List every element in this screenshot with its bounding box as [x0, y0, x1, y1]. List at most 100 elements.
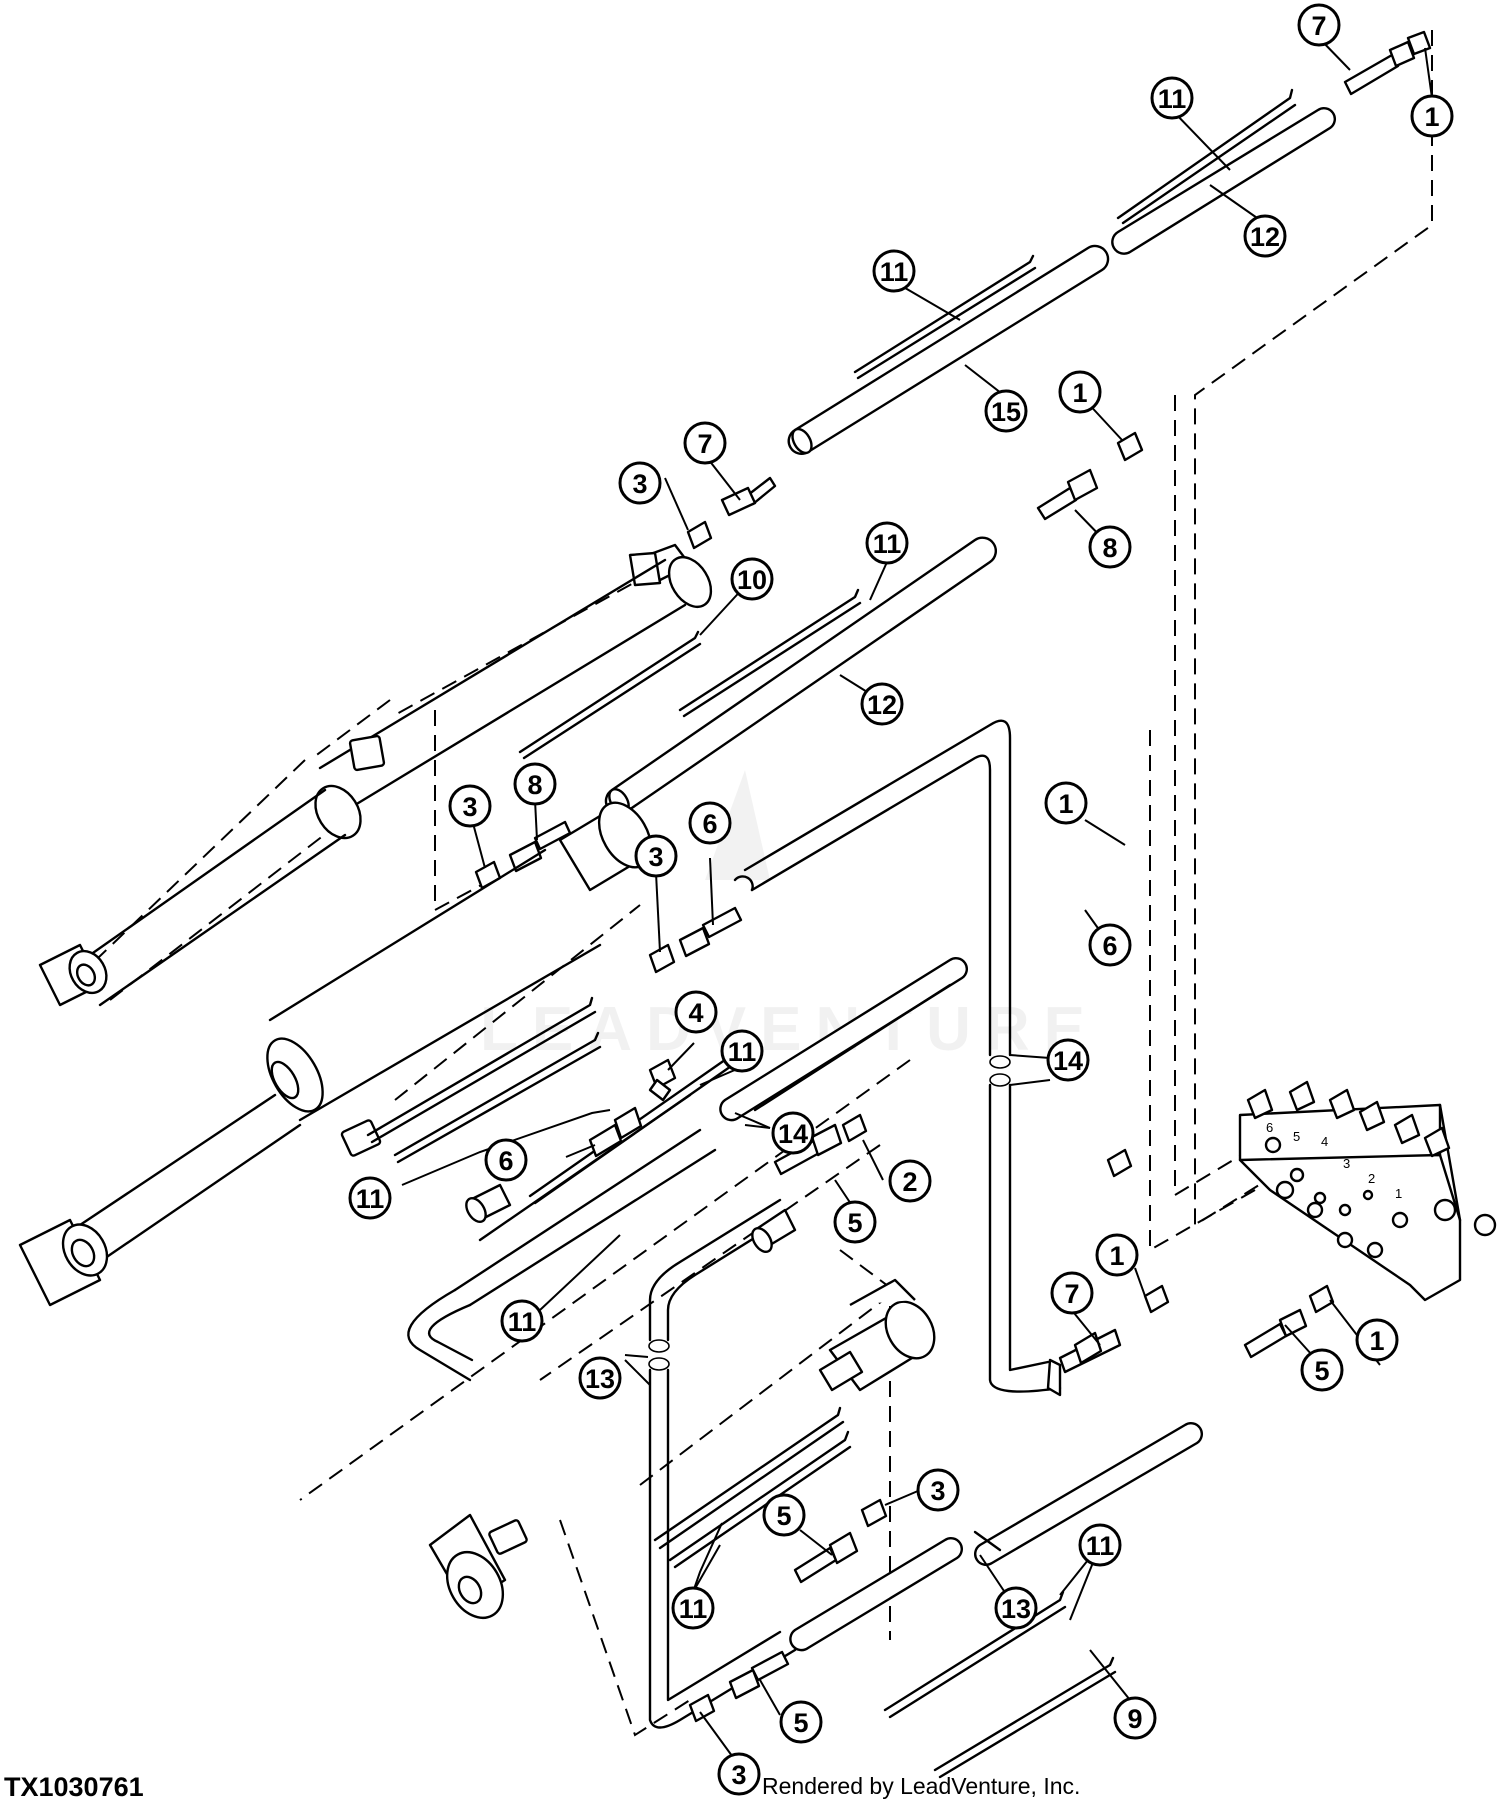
upper-hydraulic-cylinder	[38, 543, 713, 1007]
svg-text:1: 1	[1424, 102, 1439, 132]
svg-text:11: 11	[508, 1307, 537, 1337]
callout-13[interactable]: 13	[578, 1356, 622, 1400]
callouts: 7 1 11 12 11 15 1 8 3 7 11 10 12 3 8 3 6…	[348, 3, 1454, 1796]
drawing-id: TX1030761	[4, 1772, 144, 1802]
callout-11[interactable]: 11	[1150, 76, 1194, 120]
watermark-text: LEADVENTURE	[480, 995, 1099, 1064]
control-valve[interactable]: 6 5 4 3 2 1	[1238, 1080, 1497, 1302]
svg-text:1: 1	[1058, 789, 1073, 819]
callout-10[interactable]: 10	[730, 557, 774, 601]
valve-port-label: 4	[1321, 1134, 1328, 1149]
svg-text:10: 10	[737, 565, 767, 595]
callout-1[interactable]: 1	[1095, 1233, 1139, 1277]
svg-text:13: 13	[585, 1364, 615, 1394]
svg-text:3: 3	[462, 792, 477, 822]
svg-text:8: 8	[527, 770, 542, 800]
callout-6[interactable]: 6	[688, 801, 732, 845]
callout-8[interactable]: 8	[513, 762, 557, 806]
svg-text:11: 11	[1158, 84, 1187, 114]
svg-text:5: 5	[776, 1501, 791, 1531]
svg-text:14: 14	[1053, 1046, 1083, 1076]
valve-port-label: 5	[1293, 1129, 1300, 1144]
callout-13[interactable]: 13	[994, 1586, 1038, 1630]
svg-text:14: 14	[778, 1119, 808, 1149]
callout-8[interactable]: 8	[1088, 525, 1132, 569]
svg-text:9: 9	[1127, 1704, 1142, 1734]
valve-port-label: 2	[1368, 1171, 1375, 1186]
upper-hose-assembly	[686, 30, 1432, 550]
svg-text:11: 11	[1086, 1531, 1115, 1561]
callout-5[interactable]: 5	[833, 1200, 877, 1244]
callout-11[interactable]: 11	[500, 1299, 544, 1343]
svg-text:12: 12	[867, 690, 897, 720]
svg-text:11: 11	[880, 257, 909, 287]
callout-3[interactable]: 3	[717, 1752, 761, 1796]
svg-text:3: 3	[632, 469, 647, 499]
callout-12[interactable]: 12	[1243, 214, 1287, 258]
svg-text:3: 3	[648, 842, 663, 872]
callout-6[interactable]: 6	[1088, 923, 1132, 967]
callout-14[interactable]: 14	[1046, 1038, 1090, 1082]
callout-3[interactable]: 3	[448, 784, 492, 828]
callout-11[interactable]: 11	[865, 521, 909, 565]
svg-text:11: 11	[728, 1037, 757, 1067]
steel-tube-upper	[733, 719, 1122, 1397]
valve-port-label: 1	[1395, 1186, 1402, 1201]
svg-text:7: 7	[1311, 11, 1326, 41]
svg-text:3: 3	[930, 1476, 945, 1506]
callout-5[interactable]: 5	[779, 1700, 823, 1744]
callout-15[interactable]: 15	[984, 389, 1028, 433]
svg-text:11: 11	[356, 1184, 385, 1214]
callout-6[interactable]: 7	[1050, 1271, 1094, 1315]
callout-1[interactable]: 1	[1044, 781, 1088, 825]
callout-11[interactable]: 11	[720, 1029, 764, 1073]
callout-4[interactable]: 4	[674, 990, 718, 1034]
render-credit: Rendered by LeadVenture, Inc.	[762, 1773, 1081, 1799]
bucket-cylinder	[428, 1278, 936, 1619]
lower-fittings	[688, 1148, 1335, 1779]
callout-leaders	[401, 37, 1433, 1761]
middle-hose-assembly	[474, 536, 997, 890]
callout-11[interactable]: 11	[671, 1586, 715, 1630]
svg-text:1: 1	[1072, 378, 1087, 408]
callout-3[interactable]: 3	[618, 461, 662, 505]
callout-11[interactable]: 11	[348, 1176, 392, 1220]
callout-3[interactable]: 3	[916, 1468, 960, 1512]
svg-text:11: 11	[873, 529, 902, 559]
callout-2[interactable]: 2	[888, 1159, 932, 1203]
callout-6[interactable]: 6	[484, 1138, 528, 1182]
svg-text:12: 12	[1250, 222, 1280, 252]
callout-1[interactable]: 1	[1355, 1318, 1399, 1362]
svg-text:3: 3	[731, 1760, 746, 1790]
svg-text:11: 11	[679, 1594, 708, 1624]
callout-7[interactable]: 7	[1297, 3, 1341, 47]
callout-5[interactable]: 5	[1300, 1348, 1344, 1392]
svg-text:13: 13	[1001, 1594, 1031, 1624]
svg-text:6: 6	[1102, 931, 1117, 961]
callout-1[interactable]: 1	[1058, 370, 1102, 414]
svg-text:5: 5	[793, 1708, 808, 1738]
callout-14[interactable]: 14	[771, 1111, 815, 1155]
svg-text:7: 7	[697, 429, 712, 459]
boom-cylinder	[18, 801, 743, 1307]
callout-9[interactable]: 9	[1113, 1696, 1157, 1740]
callout-5[interactable]: 5	[762, 1493, 806, 1537]
callout-11[interactable]: 11	[1078, 1523, 1122, 1567]
svg-text:8: 8	[1102, 533, 1117, 563]
svg-text:5: 5	[847, 1208, 862, 1238]
svg-text:6: 6	[498, 1146, 513, 1176]
svg-text:15: 15	[991, 397, 1021, 427]
svg-text:6: 6	[702, 809, 717, 839]
svg-text:1: 1	[1109, 1241, 1124, 1271]
svg-text:2: 2	[902, 1167, 917, 1197]
callout-1[interactable]: 1	[1410, 94, 1454, 138]
callout-7[interactable]: 7	[683, 421, 727, 465]
svg-text:5: 5	[1314, 1356, 1329, 1386]
svg-text:4: 4	[688, 998, 703, 1028]
callout-11[interactable]: 11	[872, 249, 916, 293]
svg-text:1: 1	[1369, 1326, 1384, 1356]
valve-port-label: 6	[1266, 1120, 1273, 1135]
callout-3[interactable]: 3	[634, 834, 678, 878]
callout-12[interactable]: 12	[860, 682, 904, 726]
